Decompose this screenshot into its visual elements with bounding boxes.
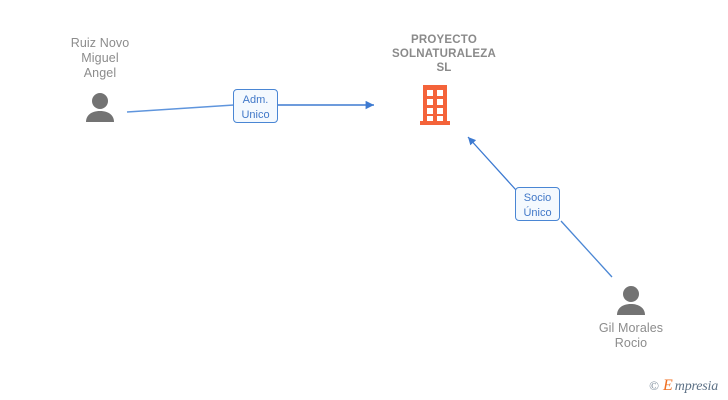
copyright-icon: © — [649, 378, 660, 393]
person-label-gil-morales-rocio: Gil Morales Rocio — [598, 321, 664, 350]
connector-label-to-company-2 — [467, 136, 517, 191]
relation-box-adm-unico[interactable]: Adm. Unico — [233, 89, 278, 123]
building-icon[interactable] — [419, 84, 451, 126]
brand-initial: E — [663, 377, 673, 394]
connector-person1-to-label — [126, 104, 235, 113]
watermark: © E mpresia — [649, 378, 718, 394]
page-title: PROYECTO SOLNATURALEZA SL — [392, 34, 496, 74]
person-label-ruiz-novo-miguel-angel: Ruiz Novo Miguel Angel — [70, 36, 130, 80]
brand-name: mpresia — [674, 379, 718, 394]
person-icon[interactable] — [83, 92, 117, 122]
connector-person2-to-label — [560, 220, 613, 278]
relation-box-socio-unico[interactable]: Socio Único — [515, 187, 560, 221]
person-icon[interactable] — [614, 285, 648, 315]
